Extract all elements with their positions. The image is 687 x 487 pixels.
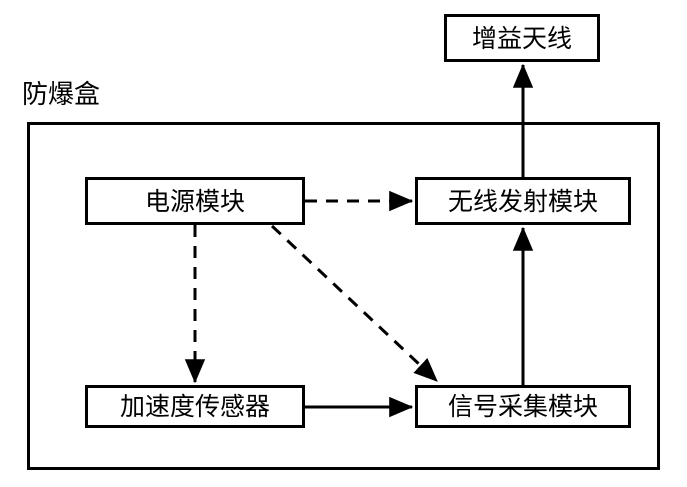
node-gain-antenna-label: 增益天线 <box>471 23 572 53</box>
node-power-module-label: 电源模块 <box>144 186 245 216</box>
node-signal-acquisition-module-label: 信号采集模块 <box>447 392 598 421</box>
node-acceleration-sensor-label: 加速度传感器 <box>119 392 270 421</box>
node-wireless-transmit-module[interactable]: 无线发射模块 <box>415 177 631 225</box>
explosion-proof-box-label: 防爆盒 <box>22 80 101 110</box>
explosion-proof-box-enclosure <box>27 122 660 470</box>
node-signal-acquisition-module[interactable]: 信号采集模块 <box>415 385 631 428</box>
node-wireless-transmit-module-label: 无线发射模块 <box>447 186 598 216</box>
connector-power-to-signal-acquisition <box>270 224 439 383</box>
node-acceleration-sensor[interactable]: 加速度传感器 <box>85 385 305 428</box>
node-gain-antenna[interactable]: 增益天线 <box>444 14 600 62</box>
node-power-module[interactable]: 电源模块 <box>85 177 305 225</box>
